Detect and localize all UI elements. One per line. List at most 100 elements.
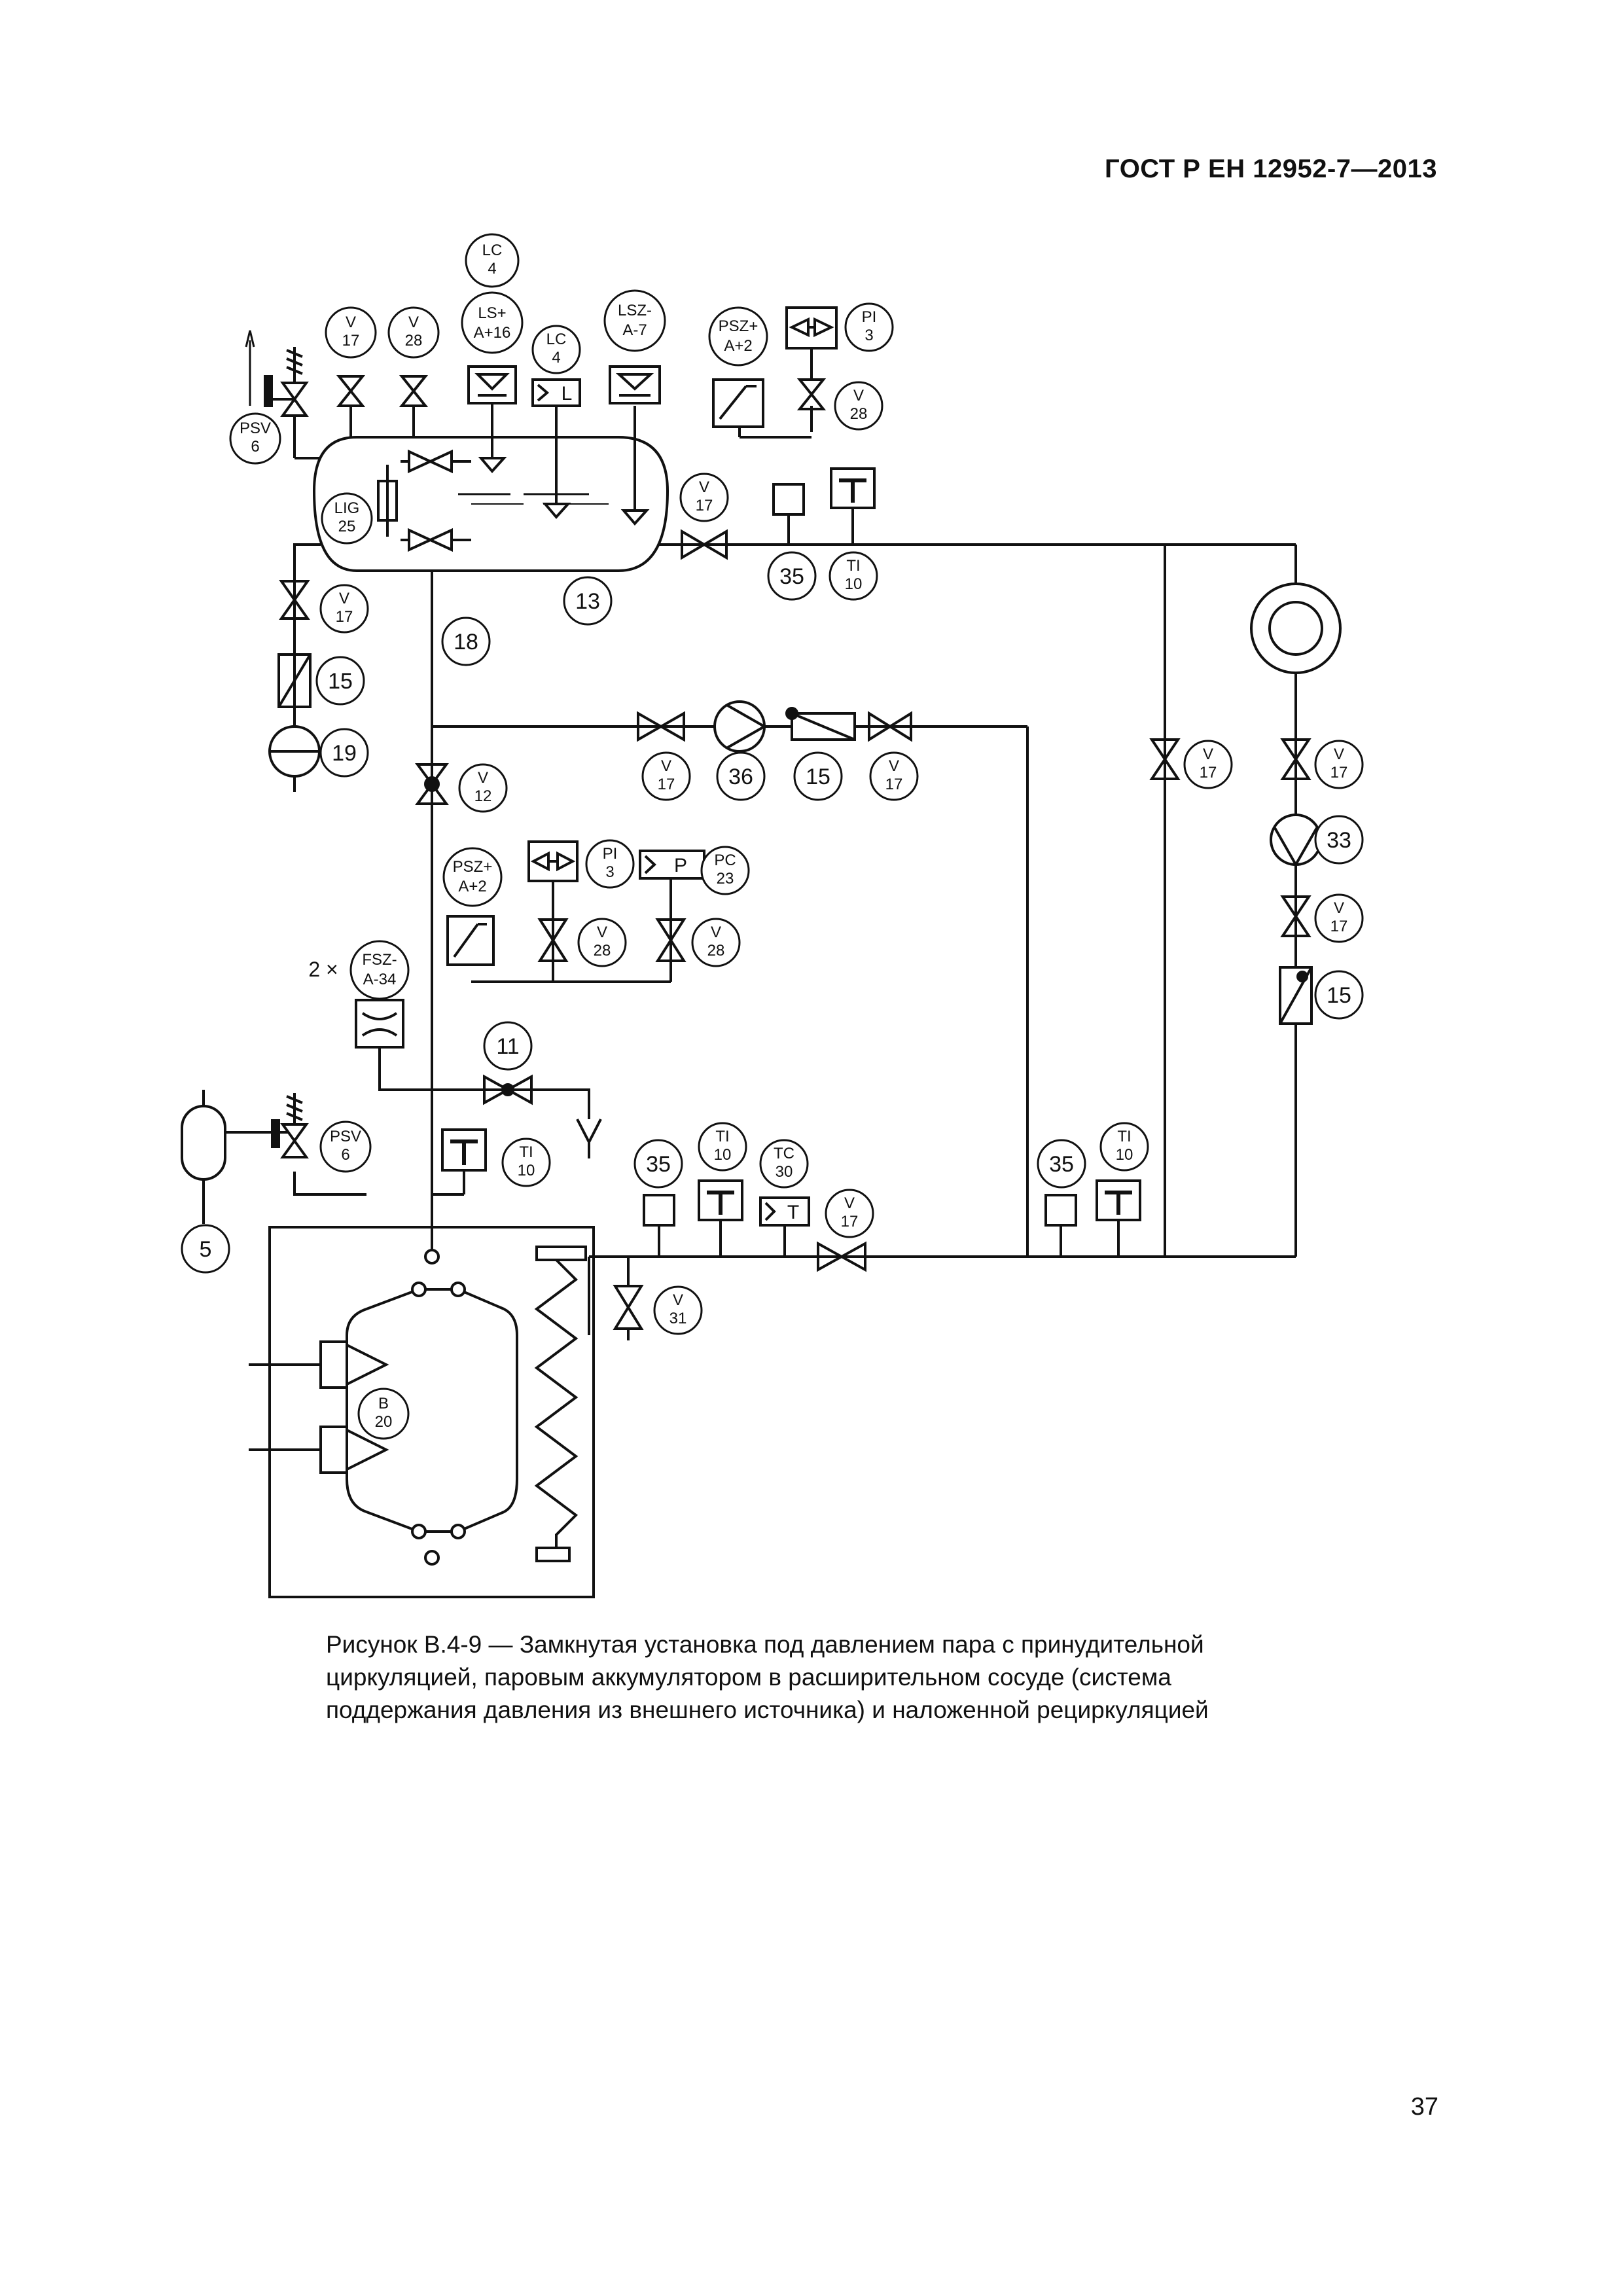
tc30-box-letter: T [787,1202,799,1223]
callout-5: 5 [181,1224,230,1274]
tag-psv6-bot-line1: PSV [330,1128,361,1145]
tag-v17-a-line1: V [346,314,356,331]
tag-v17-a-line2: 17 [342,332,360,350]
tag-tc30-line2: 30 [776,1163,793,1181]
callout-15-right: 15 [1314,970,1364,1020]
tag-v12-line2: 12 [474,787,492,805]
tag-pc23-line2: 23 [717,870,734,888]
tag-pi3-mid: PI3 [585,839,635,889]
tag-ti10-bot1-line1: TI [715,1128,729,1145]
tag-pi3-top-line2: 3 [865,327,873,344]
tag-pc23-line1: PC [714,852,736,869]
tag-ti10-bot2-line1: TI [1117,1128,1131,1145]
instrument-tags: LC4 V17 V28 LS+A+16 LC4 LSZ-A-7 PSZ+A+2 … [229,233,1364,1440]
tag-v31-line1: V [673,1291,683,1309]
tag-v28-m2-line1: V [711,924,721,941]
tag-v17-m1-line2: 17 [658,776,675,793]
callout-35-bot2: 35 [1037,1139,1086,1189]
tag-v28-top: V28 [834,381,883,431]
tag-v28-m1: V28 [577,918,627,967]
tag-v17-vessel-line1: V [699,478,709,496]
tag-lc4-top-line2: 4 [488,260,496,278]
tag-b20-line2: 20 [375,1413,393,1431]
callout-35-top: 35 [767,551,817,601]
tag-b20-line1: B [378,1395,389,1412]
tag-v17-right2-line2: 17 [1330,764,1348,781]
tag-v17-m2-line1: V [889,757,899,775]
tag-v31: V31 [653,1285,703,1335]
figure-caption: Рисунок В.4-9 — Замкнутая установка под … [326,1628,1232,1727]
tag-v17-right2: V17 [1314,740,1364,789]
tag-b20: B20 [357,1388,410,1440]
tag-v17-right1-line2: 17 [1200,764,1217,781]
tag-ti10-bot2-line2: 10 [1116,1146,1133,1164]
callout-36: 36 [716,751,766,801]
tag-lsza7-line2: A-7 [622,321,647,339]
tag-v17-m2: V17 [869,751,919,801]
svg-text:11: 11 [496,1034,519,1059]
tag-lsa16-line2: A+16 [474,324,511,342]
tag-lig25-line2: 25 [338,518,356,535]
tag-fsza34: FSZ-A-34 [349,940,410,1000]
tag-v17-right1-line1: V [1203,745,1213,763]
svg-text:35: 35 [1049,1152,1074,1177]
tag-v28-m1-line1: V [597,924,607,941]
tag-v17-right3-line1: V [1334,899,1344,917]
tag-v28-a-line2: 28 [405,332,423,350]
tag-v17-left-line2: 17 [336,608,353,626]
tag-v17-bot-line2: 17 [841,1213,859,1230]
tag-v28-m2-line2: 28 [707,942,725,960]
valve-symbols [181,330,1342,1340]
tag-psv6-top-line2: 6 [251,438,259,456]
tag-v28-m2: V28 [691,918,741,967]
tag-lc4-top: LC4 [465,233,520,288]
numbered-callouts: 35 13 18 15 19 36 15 33 15 11 5 35 35 [181,551,1364,1274]
tag-v17-m1-line1: V [661,757,671,775]
boiler [249,1226,595,1598]
tag-v17-right3-line2: 17 [1330,918,1348,935]
tag-ti10-mid-line2: 10 [518,1162,535,1179]
tag-v17-vessel-line2: 17 [696,497,713,514]
multiplier-label: 2 × [308,958,338,981]
tag-psv6-bot-line2: 6 [341,1146,349,1164]
tag-v17-right2-line1: V [1334,745,1344,763]
svg-text:15: 15 [806,764,830,789]
tag-lsza7-line1: LSZ- [618,302,652,319]
tag-v28-a: V28 [387,306,440,359]
tag-psza2-top-line2: A+2 [724,337,752,355]
tag-pi3-mid-line2: 3 [605,863,614,881]
tag-psza2-top: PSZ+A+2 [708,306,768,367]
tag-psza2-mid-line1: PSZ+ [453,858,493,876]
callout-11: 11 [483,1021,533,1071]
callout-15-left: 15 [315,656,365,706]
svg-text:35: 35 [646,1152,671,1177]
tag-lsa16: LS+A+16 [461,291,524,354]
svg-text:13: 13 [575,589,600,614]
tag-v28-top-line2: 28 [850,405,868,423]
callout-15-mid: 15 [793,751,843,801]
tag-v17-a: V17 [325,306,377,359]
tag-lc4: LC4 [531,325,581,374]
tag-v17-m1: V17 [641,751,691,801]
tag-psza2-mid: PSZ+A+2 [442,847,503,907]
instrument-boxes [355,306,1141,1257]
svg-text:36: 36 [728,764,753,789]
caption-line-3: поддержания давления из внешнего источни… [326,1696,1209,1723]
tag-pi3-top-line1: PI [862,308,877,326]
tag-lc4-top-line1: LC [482,242,503,259]
tag-v12: V12 [458,763,508,813]
tag-pi3-mid-line1: PI [603,845,618,863]
tag-v17-bot-line1: V [844,1194,855,1212]
svg-text:33: 33 [1327,828,1351,853]
tag-v17-left: V17 [319,584,369,634]
tag-ti10-top-line1: TI [846,557,860,575]
caption-line-1: Рисунок В.4-9 — Замкнутая установка под … [326,1631,1204,1658]
